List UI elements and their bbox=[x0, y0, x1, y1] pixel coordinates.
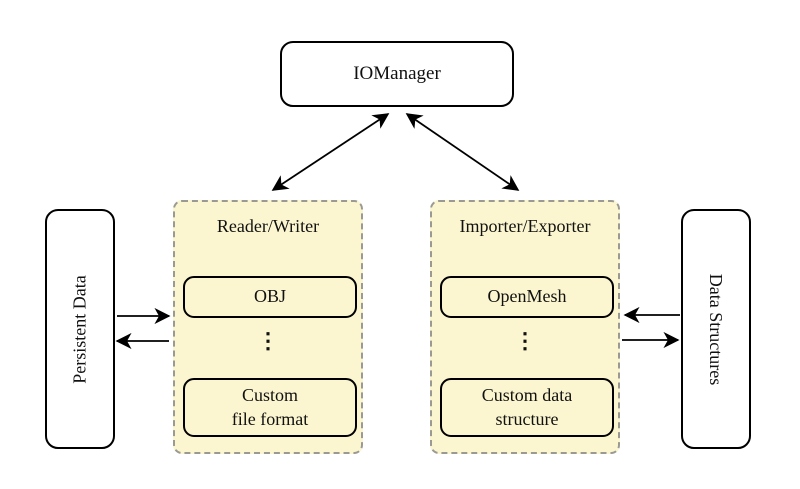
custom-data-structure-line2: structure bbox=[495, 408, 559, 429]
arrow-iomanager-importerexporter bbox=[405, 113, 520, 191]
custom-data-structure-box: Custom data structure bbox=[440, 378, 614, 437]
data-structures-label: Data Structures bbox=[706, 273, 727, 385]
openmesh-box: OpenMesh bbox=[440, 276, 614, 318]
reader-writer-title: Reader/Writer bbox=[216, 216, 320, 236]
obj-label: OBJ bbox=[253, 286, 286, 307]
iomanager-box: IOManager bbox=[280, 41, 514, 107]
importer-exporter-title: Importer/Exporter bbox=[459, 216, 591, 236]
custom-file-format-box: Custom file format bbox=[183, 378, 357, 437]
obj-box: OBJ bbox=[183, 276, 357, 318]
custom-data-structure-line1: Custom data bbox=[481, 385, 573, 406]
persistent-data-box: Persistent Data bbox=[45, 209, 115, 449]
custom-file-format-line1: Custom bbox=[241, 385, 298, 406]
openmesh-label: OpenMesh bbox=[487, 286, 567, 307]
reader-writer-group: Reader/Writer OBJ ⋮ Custom file format bbox=[173, 200, 363, 454]
arrow-iomanager-readerwriter bbox=[271, 113, 390, 191]
vertical-ellipsis-right: ⋮ bbox=[514, 328, 536, 353]
importer-exporter-group: Importer/Exporter OpenMesh ⋮ Custom data… bbox=[430, 200, 620, 454]
iomanager-label: IOManager bbox=[353, 63, 441, 84]
data-structures-box: Data Structures bbox=[681, 209, 751, 449]
custom-file-format-line2: file format bbox=[231, 408, 309, 429]
vertical-ellipsis-left: ⋮ bbox=[257, 328, 279, 353]
persistent-data-label: Persistent Data bbox=[69, 274, 90, 384]
